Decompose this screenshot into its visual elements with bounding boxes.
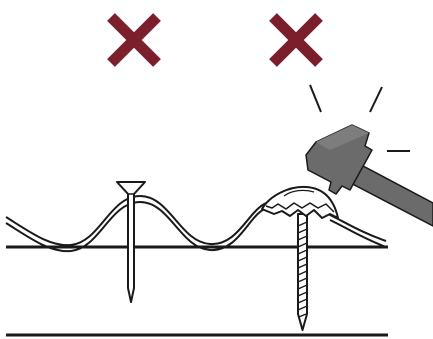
x-mark-icon — [269, 13, 323, 67]
impact-lines-icon — [309, 84, 410, 152]
screw-icon — [297, 213, 308, 331]
hammer-icon — [305, 124, 433, 227]
x-mark-icon — [107, 13, 161, 67]
washer-icon — [261, 185, 339, 219]
nail-icon — [116, 181, 146, 303]
